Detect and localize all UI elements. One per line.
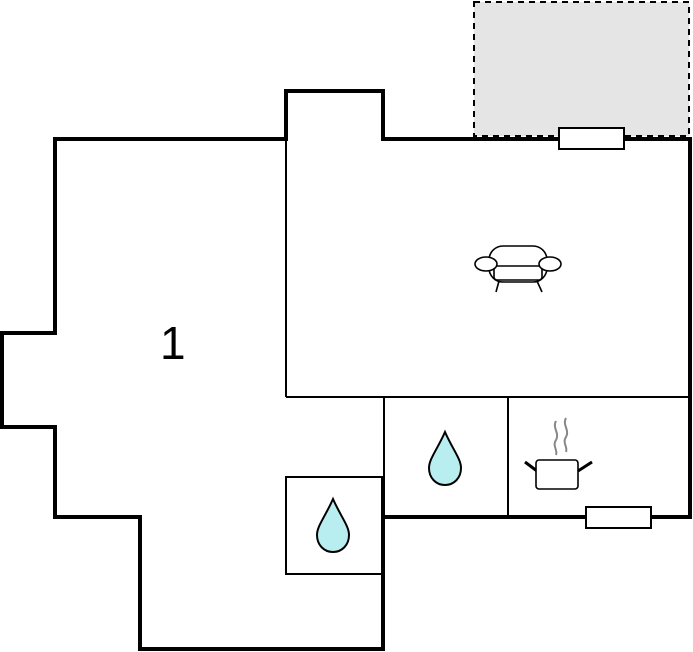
cooking-pot-icon: [524, 417, 593, 490]
sofa-icon: [474, 245, 562, 293]
outer-walls: [0, 89, 692, 651]
window-top: [558, 127, 625, 150]
small-bathroom: [285, 476, 383, 575]
terrace-area: [473, 1, 690, 137]
window-bottom: [585, 506, 652, 529]
room-number: 1: [160, 317, 186, 369]
water-drop-icon: [427, 429, 463, 487]
water-drop-icon: [315, 496, 351, 554]
